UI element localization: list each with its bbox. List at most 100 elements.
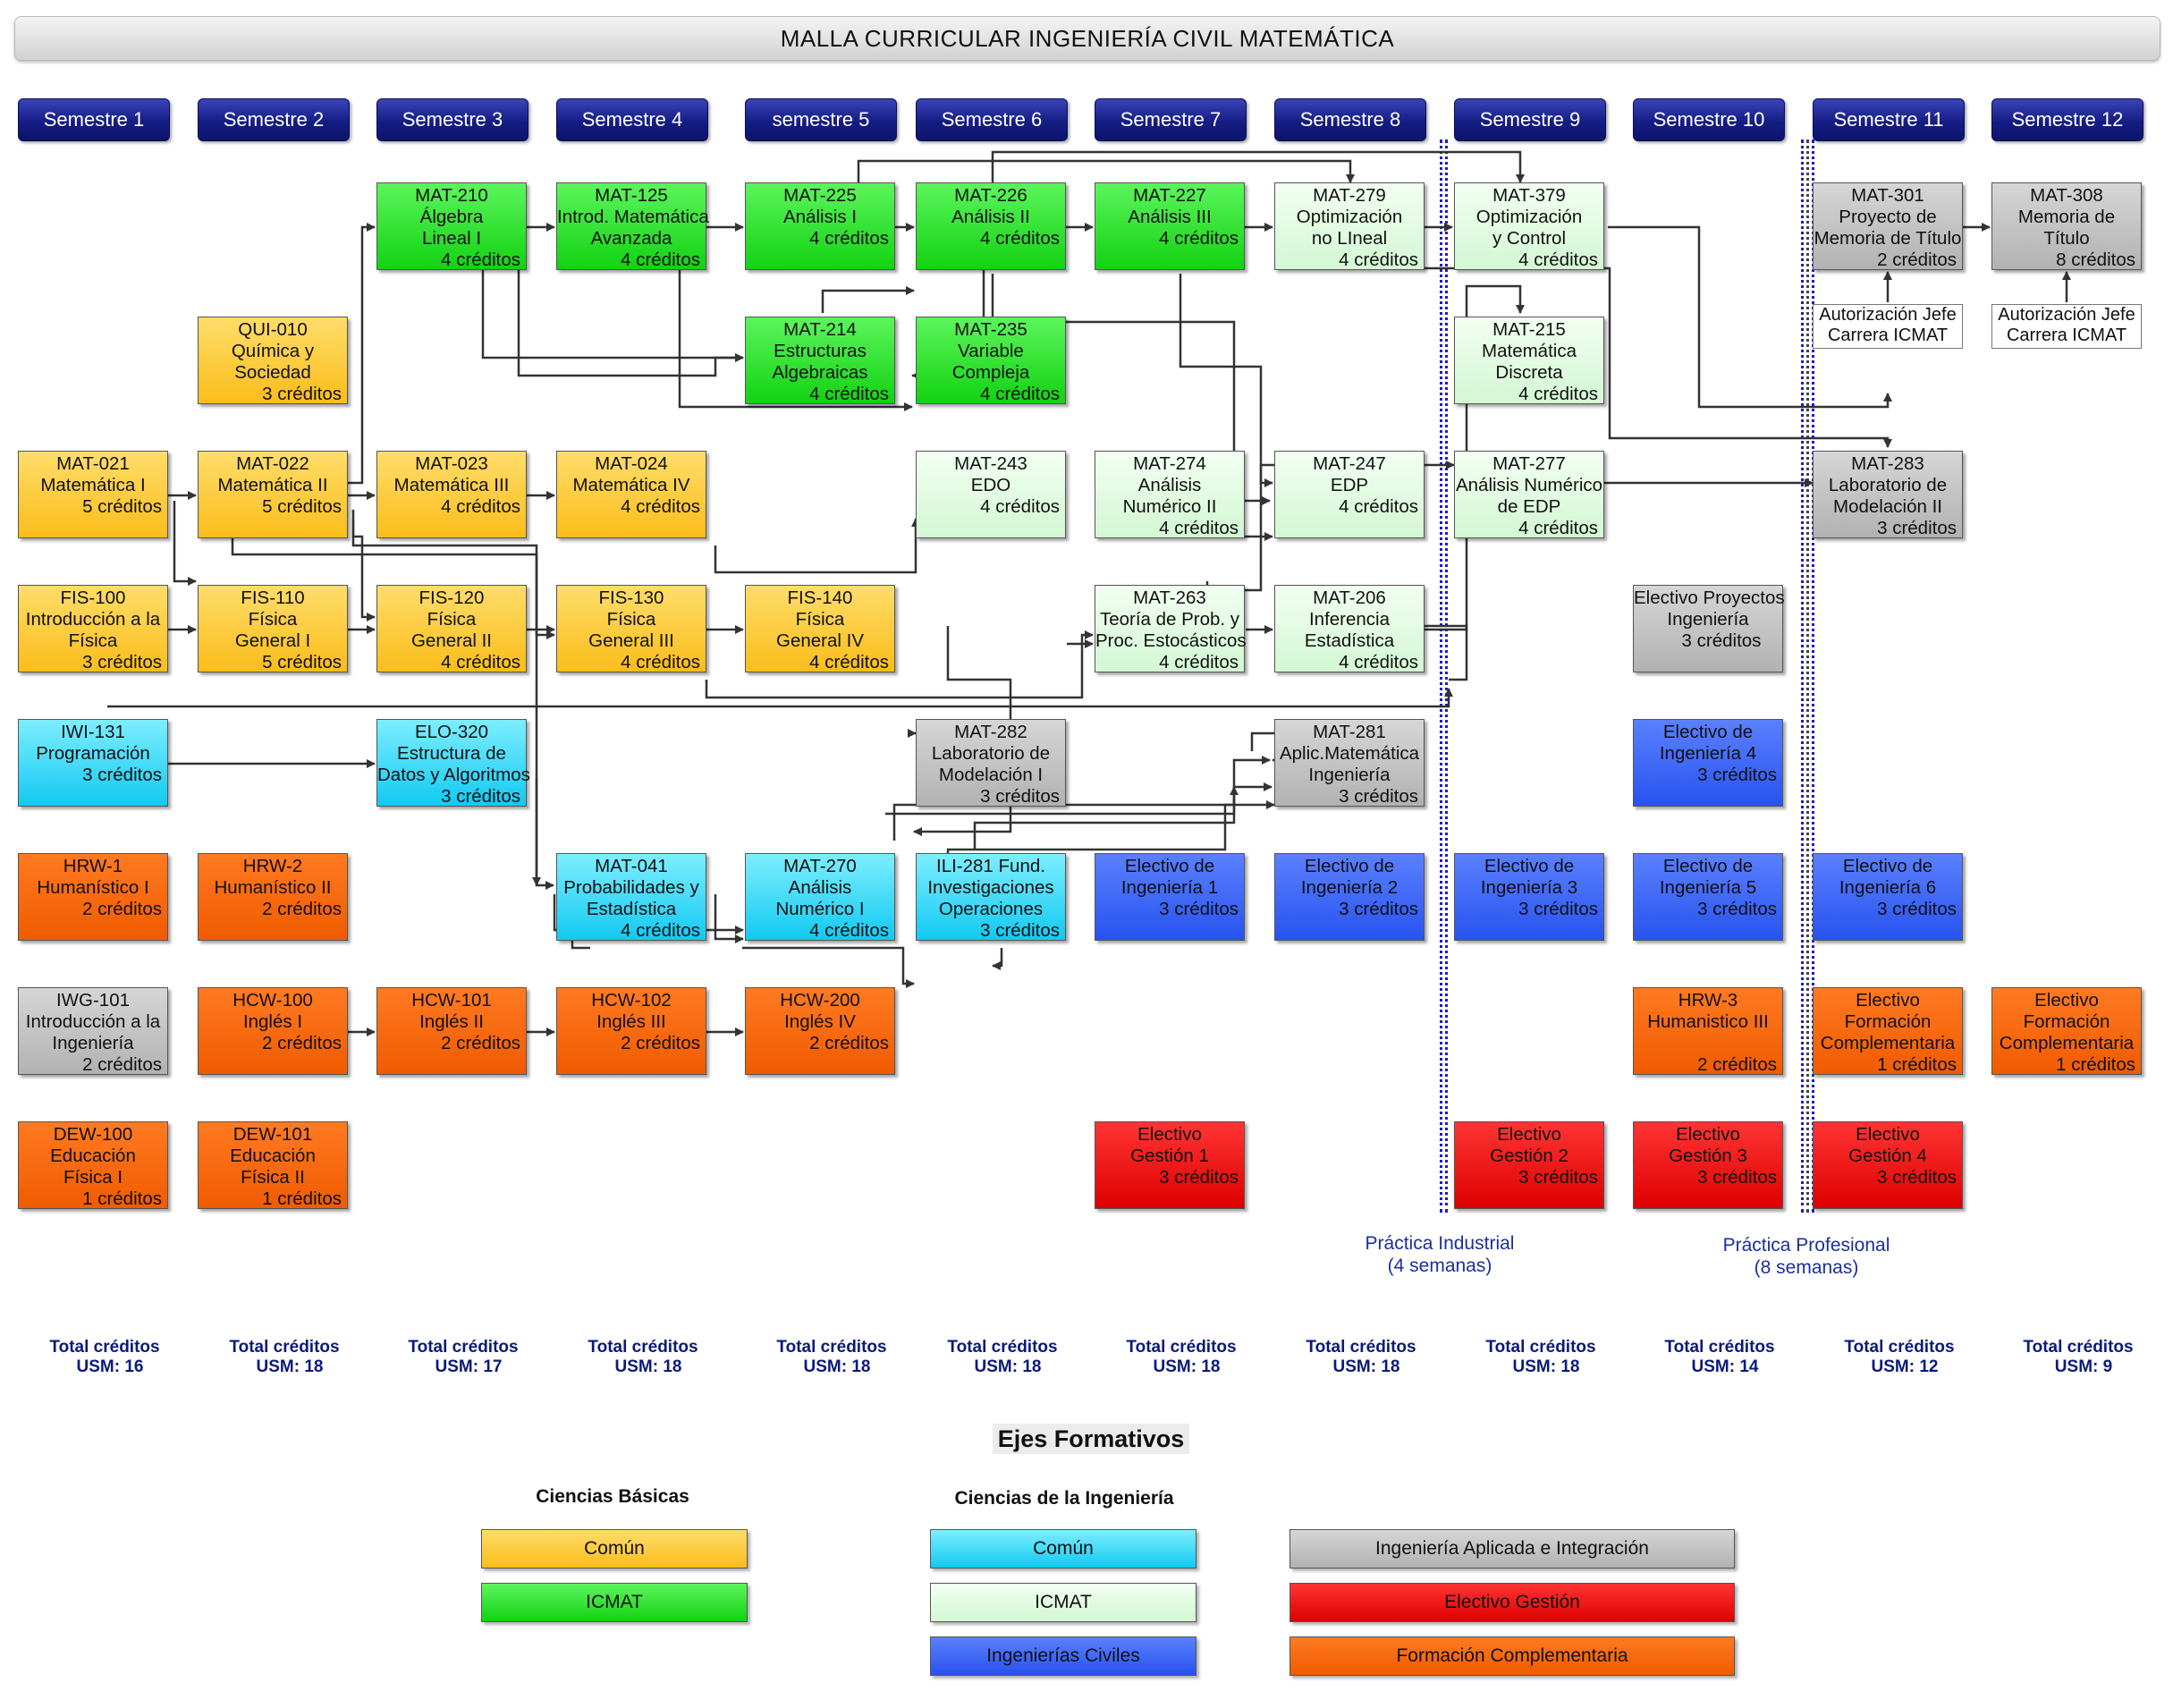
course-mat243[interactable]: MAT-243 EDO 4 créditos [916,451,1066,538]
course-hcw102[interactable]: HCW-102 Inglés III 2 créditos [556,987,706,1075]
course-line: Electivo Proyectos [1634,588,1785,608]
course-elec-ing-6[interactable]: Electivo de Ingeniería 6 3 créditos [1813,853,1963,941]
course-mat281[interactable]: MAT-281 Aplic.Matemática Ingeniería 3 cr… [1274,719,1425,807]
arrow [215,499,541,886]
course-hrw2[interactable]: HRW-2 Humanístico II 2 créditos [198,853,348,941]
course-fis100[interactable]: FIS-100 Introducción a la Física 3 crédi… [18,585,168,672]
course-ili281[interactable]: ILI-281 Fund. Investigaciones Operacione… [916,853,1066,941]
course-line: Título [2043,228,2090,249]
course-mat023[interactable]: MAT-023 Matemática III 4 créditos [376,451,527,538]
course-elo320[interactable]: ELO-320 Estructura de Datos y Algoritmos… [376,719,530,807]
course-credits: 1 créditos [1877,1054,1957,1075]
course-elec-proyectos[interactable]: Electivo Proyectos Ingeniería 3 créditos [1633,585,1785,672]
arrow [1424,284,1525,631]
course-mat041[interactable]: MAT-041 Probabilidades y Estadística 4 c… [556,853,706,941]
course-mat263[interactable]: MAT-263 Teoría de Prob. y Proc. Estocást… [1095,585,1247,672]
course-credits: 4 créditos [1159,228,1239,249]
course-credits: 3 créditos [1877,1167,1957,1188]
course-elec-ing-5[interactable]: Electivo de Ingeniería 5 3 créditos [1633,853,1783,941]
course-mat215[interactable]: MAT-215 Matemática Discreta 4 créditos [1454,317,1604,404]
legend-cb-icmat: ICMAT [481,1583,748,1622]
course-mat214[interactable]: MAT-214 Estructuras Algebraicas 4 crédit… [745,317,895,404]
course-fis140[interactable]: FIS-140 Física General IV 4 créditos [745,585,895,672]
course-mat247[interactable]: MAT-247 EDP 4 créditos [1274,451,1425,538]
course-fis130[interactable]: FIS-130 Física General III 4 créditos [556,585,706,672]
course-line: Física [606,609,656,630]
course-line: EDO [970,475,1011,495]
course-line: HRW-1 [63,856,123,876]
course-credits: 4 créditos [1159,652,1239,672]
course-hcw100[interactable]: HCW-100 Inglés I 2 créditos [198,987,348,1075]
course-credits: 8 créditos [2056,249,2135,270]
course-mat379[interactable]: MAT-379 Optimización y Control 4 crédito… [1454,182,1604,270]
course-qui010[interactable]: QUI-010 Química y Sociedad 3 créditos [198,317,348,404]
course-hcw101[interactable]: HCW-101 Inglés II 2 créditos [376,987,527,1075]
course-mat277[interactable]: MAT-277 Análisis Numérico de EDP 4 crédi… [1454,451,1604,538]
course-elec-formacion-12[interactable]: Electivo Formación Complementaria 1 créd… [1991,987,2142,1075]
course-dew101[interactable]: DEW-101 Educación Física II 1 créditos [198,1121,348,1209]
course-mat226[interactable]: MAT-226 Análisis II 4 créditos [916,182,1066,270]
course-line: MAT-308 [2030,185,2103,206]
course-dew100[interactable]: DEW-100 Educación Física I 1 créditos [18,1121,168,1209]
course-hcw200[interactable]: HCW-200 Inglés IV 2 créditos [745,987,895,1075]
course-mat125[interactable]: MAT-125 Introd. Matemática Avanzada 4 cr… [556,182,709,270]
course-mat206[interactable]: MAT-206 Inferencia Estadística 4 crédito… [1274,585,1425,672]
course-mat270[interactable]: MAT-270 Análisis Numérico I 4 créditos [745,853,895,941]
practice-profesional-label: Práctica Profesional (8 semanas) [1690,1234,1923,1279]
course-credits: 2 créditos [82,899,162,919]
course-line: Formación [1844,1011,1932,1032]
note-line: Autorización Jefe [1819,305,1957,325]
course-line: Ingeniería [1667,609,1749,630]
course-elec-gestion-2[interactable]: Electivo Gestión 2 3 créditos [1454,1121,1604,1209]
course-line: Numérico II [1122,496,1217,517]
course-mat283[interactable]: MAT-283 Laboratorio de Modelación II 3 c… [1813,451,1963,538]
course-line: IWI-131 [61,722,125,742]
course-mat024[interactable]: MAT-024 Matemática IV 4 créditos [556,451,706,538]
course-line: Ingeniería 2 [1300,877,1399,898]
course-elec-ing-3[interactable]: Electivo de Ingeniería 3 3 créditos [1454,853,1604,941]
practice-separator-industrial [1440,140,1442,1213]
course-elec-ing-4[interactable]: Electivo de Ingeniería 4 3 créditos [1633,719,1783,807]
practice-line: Práctica Industrial [1365,1233,1515,1254]
course-credits: 2 créditos [262,899,342,919]
course-mat282[interactable]: MAT-282 Laboratorio de Modelación I 3 cr… [916,719,1066,807]
course-line: Análisis [1137,475,1202,495]
course-mat210[interactable]: MAT-210 Álgebra Lineal I 4 créditos [376,182,527,270]
course-iwi131[interactable]: IWI-131 Programación 3 créditos [18,719,168,807]
course-elec-ing-1[interactable]: Electivo de Ingeniería 1 3 créditos [1095,853,1245,941]
course-hrw3[interactable]: HRW-3 Humanistico III 2 créditos [1633,987,1783,1075]
course-hrw1[interactable]: HRW-1 Humanístico I 2 créditos [18,853,168,941]
course-fis120[interactable]: FIS-120 Física General II 4 créditos [376,585,527,672]
course-credits: 2 créditos [82,1054,162,1075]
course-mat227[interactable]: MAT-227 Análisis III 4 créditos [1095,182,1245,270]
course-elec-gestion-3[interactable]: Electivo Gestión 3 3 créditos [1633,1121,1783,1209]
course-line: Matemática I [40,475,146,495]
course-mat274[interactable]: MAT-274 Análisis Numérico II 4 créditos [1095,451,1245,538]
course-mat225[interactable]: MAT-225 Análisis I 4 créditos [745,182,895,270]
legend-label: Ingeniería Aplicada e Integración [1375,1538,1649,1559]
course-mat021[interactable]: MAT-021 Matemática I 5 créditos [18,451,168,538]
arrow [991,150,1525,183]
course-iwg101[interactable]: IWG-101 Introducción a la Ingeniería 2 c… [18,987,168,1075]
course-credits: 3 créditos [1697,1167,1777,1188]
course-elec-ing-2[interactable]: Electivo de Ingeniería 2 3 créditos [1274,853,1425,941]
course-elec-gestion-4[interactable]: Electivo Gestión 4 3 créditos [1813,1121,1963,1209]
course-elec-formacion-11[interactable]: Electivo Formación Complementaria 1 créd… [1813,987,1963,1075]
course-mat301[interactable]: MAT-301 Proyecto de Memoria de Título 2 … [1813,182,1963,270]
course-line: Análisis I [782,207,858,227]
course-mat308[interactable]: MAT-308 Memoria de Título 8 créditos [1991,182,2142,270]
course-mat235[interactable]: MAT-235 Variable Compleja 4 créditos [916,317,1066,404]
course-line: y Control [1492,228,1567,249]
course-mat022[interactable]: MAT-022 Matemática II 5 créditos [198,451,348,538]
total-label: Total créditos [1126,1338,1237,1357]
course-credits: 5 créditos [262,652,342,672]
semester-header-4: Semestre 4 [556,98,708,141]
course-line: Teoría de Prob. y [1099,609,1240,630]
course-credits: 2 créditos [621,1033,700,1053]
course-mat279[interactable]: MAT-279 Optimización no LIneal 4 crédito… [1274,182,1425,270]
course-elec-gestion-1[interactable]: Electivo Gestión 1 3 créditos [1095,1121,1245,1209]
course-fis110[interactable]: FIS-110 Física General I 5 créditos [198,585,348,672]
course-line: Inferencia [1308,609,1391,630]
